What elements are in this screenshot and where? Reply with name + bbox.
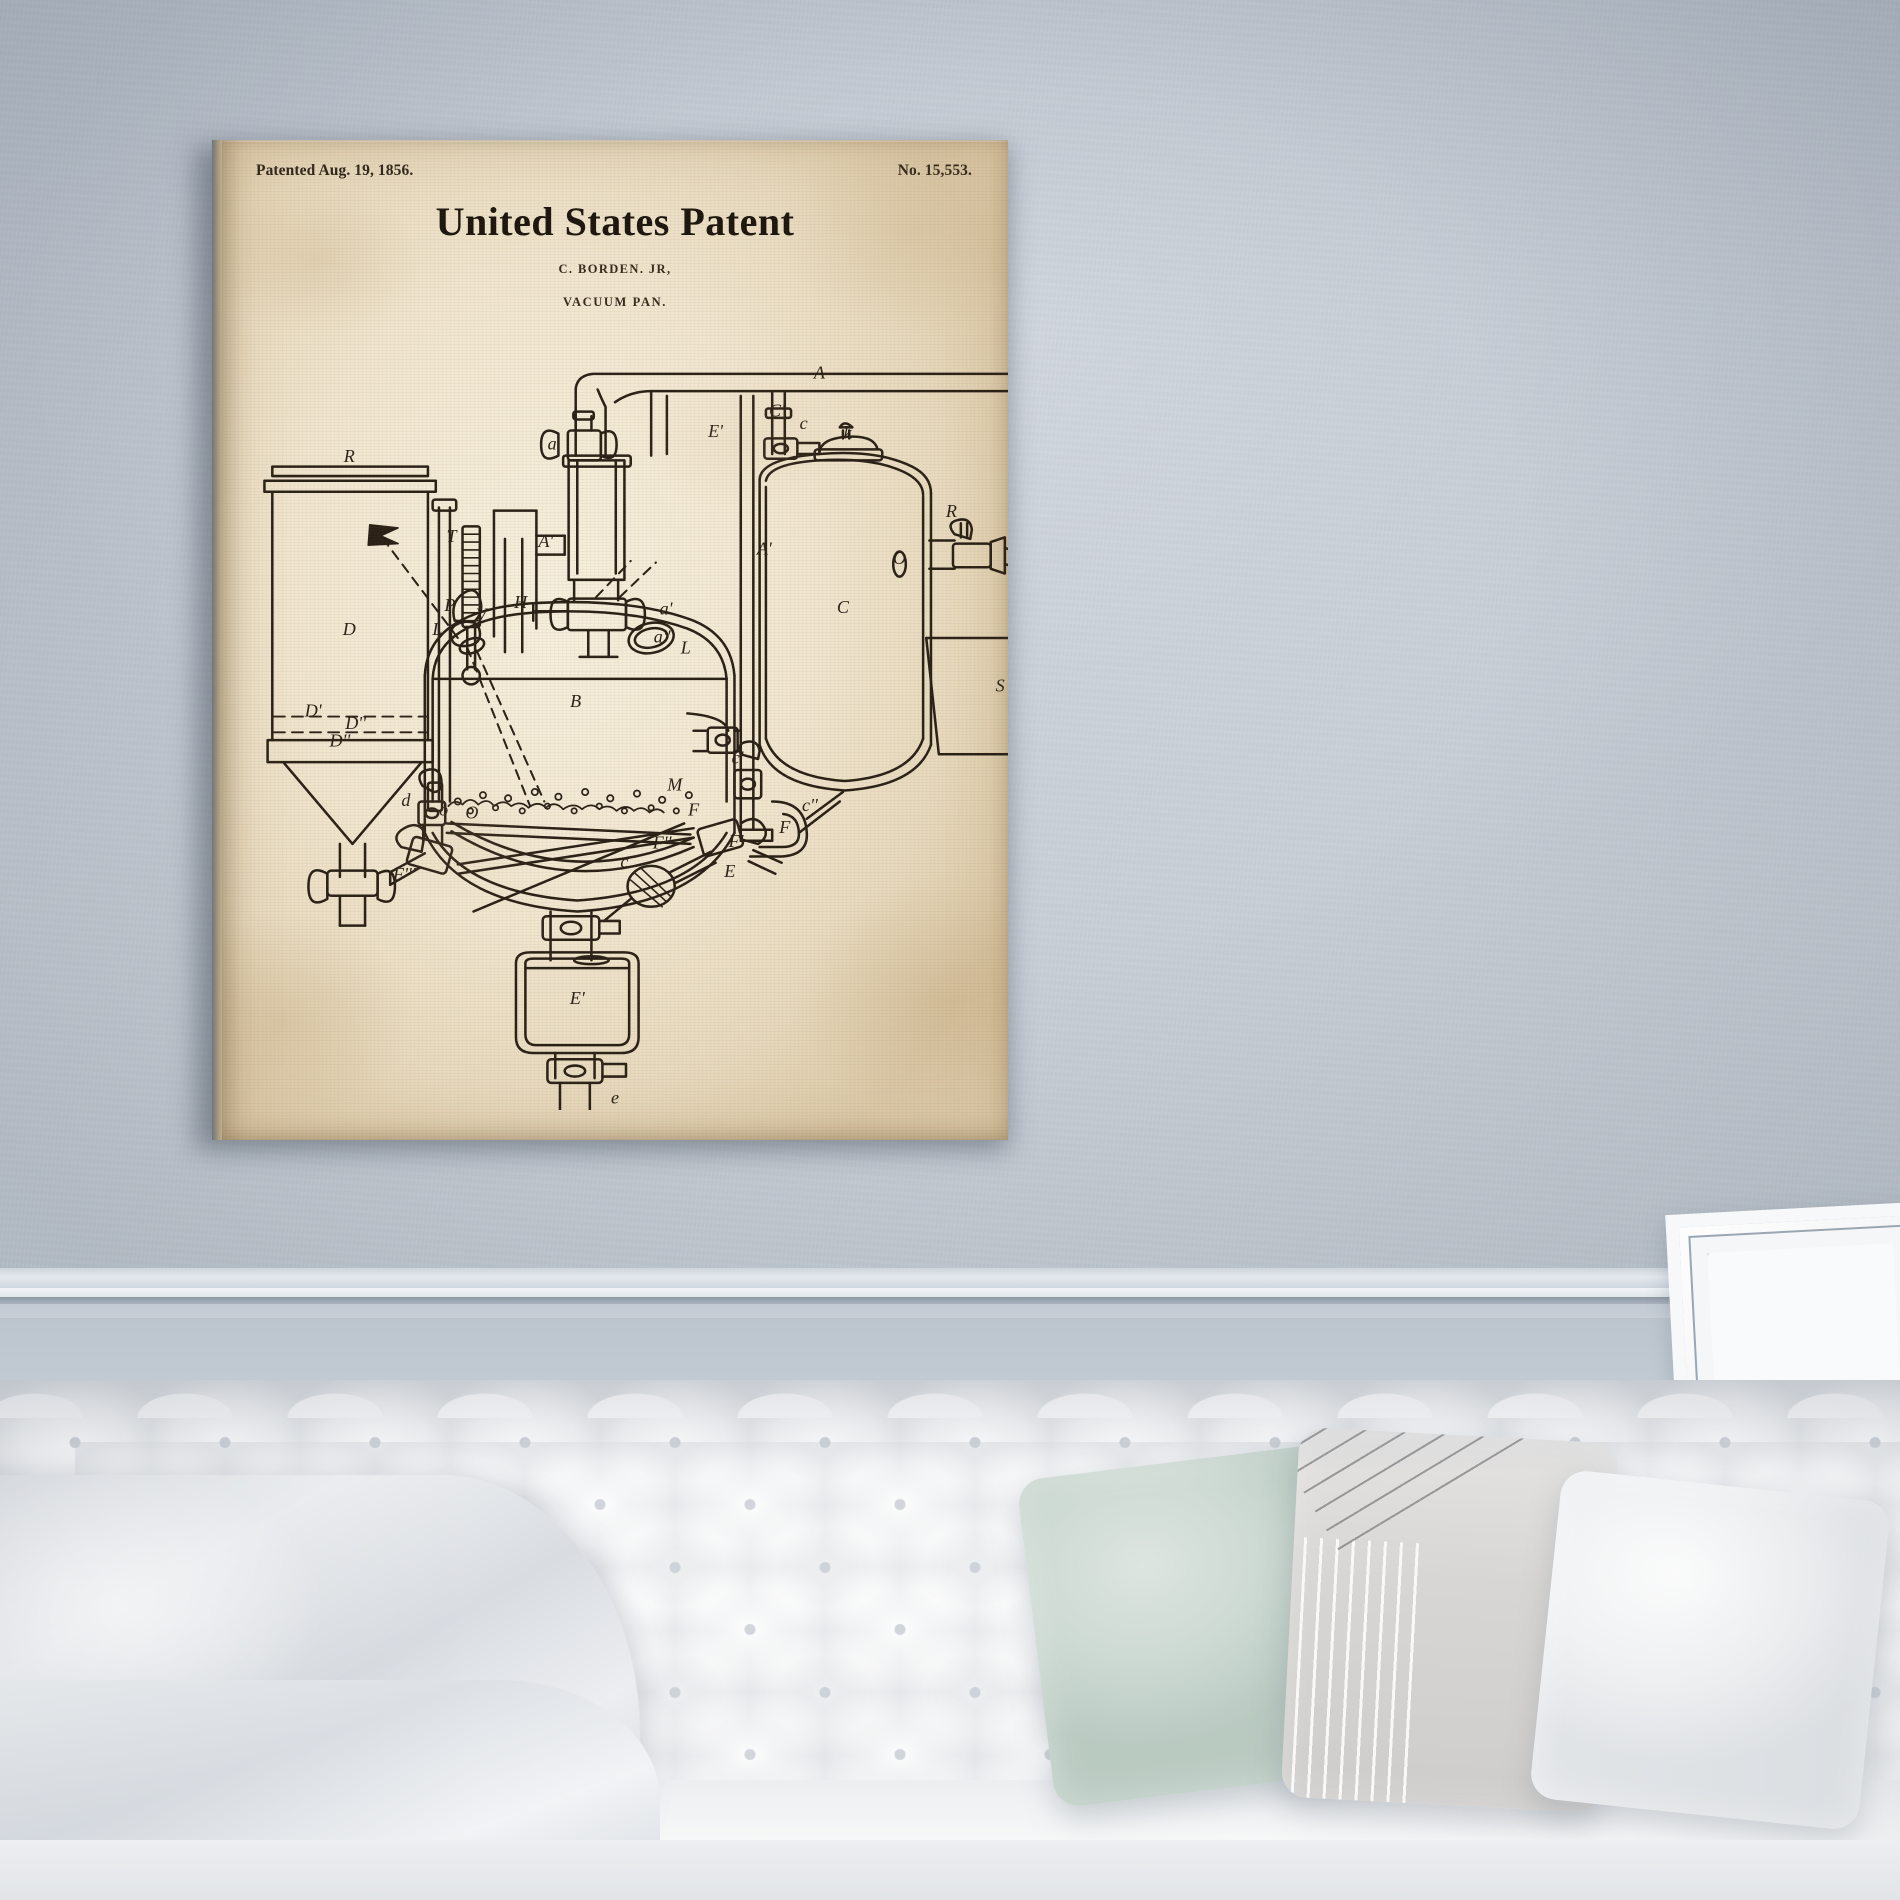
chair-rail-top [0, 1268, 1900, 1288]
vacuum-pan-diagram: A a C' E' k c A' R A' T P V H a' a'' L L [263, 363, 1008, 1110]
figure-reference-labels: A a C' E' k c A' R A' T P V H a' a'' L L [304, 363, 1005, 1108]
sofa-foreground [0, 1840, 1900, 1900]
chair-rail-shadow [0, 1297, 1900, 1304]
svg-text:P: P [443, 595, 455, 615]
chair-rail-under [0, 1304, 1900, 1318]
svg-text:a': a' [660, 598, 674, 618]
patent-inventor: C. BORDEN. JR, [558, 262, 672, 276]
svg-text:c: c [620, 851, 628, 871]
patent-subject: VACUUM PAN. [563, 295, 667, 309]
svg-text:d: d [401, 790, 411, 810]
svg-text:F: F [687, 800, 700, 820]
svg-text:F': F' [728, 831, 745, 851]
svg-text:D: D [342, 619, 356, 639]
chair-rail-lip [0, 1288, 1900, 1297]
svg-text:R: R [343, 446, 355, 466]
patent-print-face: Patented Aug. 19, 1856. No. 15,553. Unit… [222, 140, 1008, 1140]
canvas-artwork[interactable]: Patented Aug. 19, 1856. No. 15,553. Unit… [196, 140, 1008, 1150]
patent-number: No. 15,553. [897, 162, 972, 179]
svg-text:F: F [778, 817, 791, 837]
sofa-top-scallop [0, 1380, 1900, 1418]
svg-text:a: a [548, 433, 557, 453]
sofa-shading [0, 1380, 1900, 1900]
svg-text:T: T [446, 526, 458, 546]
svg-text:E': E' [707, 421, 724, 441]
svg-text:e: e [611, 1087, 619, 1107]
svg-text:M: M [666, 774, 683, 794]
svg-text:A': A' [756, 539, 773, 559]
svg-text:B: B [570, 691, 581, 711]
svg-text:R: R [945, 501, 957, 521]
svg-text:O: O [893, 548, 906, 568]
svg-text:O: O [465, 803, 478, 823]
svg-text:C: C [837, 597, 850, 617]
svg-text:F''': F''' [392, 864, 417, 884]
tufted-sofa [0, 1380, 1900, 1900]
svg-text:A': A' [537, 531, 554, 551]
svg-text:o: o [439, 800, 448, 820]
svg-text:V: V [476, 605, 489, 625]
svg-text:D': D' [304, 701, 323, 721]
svg-text:c': c' [732, 748, 745, 768]
svg-text:L: L [680, 638, 691, 658]
canvas-wrapped-edge [212, 140, 224, 1140]
patent-date: Patented Aug. 19, 1856. [256, 162, 414, 179]
svg-text:D'': D'' [329, 730, 352, 750]
svg-text:k: k [844, 422, 853, 442]
svg-text:c'': c'' [802, 795, 819, 815]
svg-text:F'': F'' [652, 833, 673, 853]
svg-text:C': C' [769, 400, 786, 420]
svg-text:H: H [513, 592, 528, 612]
svg-text:S: S [996, 675, 1005, 695]
patent-title: United States Patent [435, 199, 795, 244]
svg-text:c: c [800, 413, 808, 433]
patent-figure: A a C' E' k c A' R A' T P V H a' a'' L L [222, 320, 1008, 1110]
svg-text:A: A [813, 363, 826, 383]
svg-text:E: E [723, 861, 735, 881]
svg-text:D'': D'' [344, 713, 367, 733]
svg-text:E': E' [569, 988, 586, 1008]
svg-text:a'': a'' [654, 627, 672, 647]
svg-text:L: L [431, 619, 442, 639]
